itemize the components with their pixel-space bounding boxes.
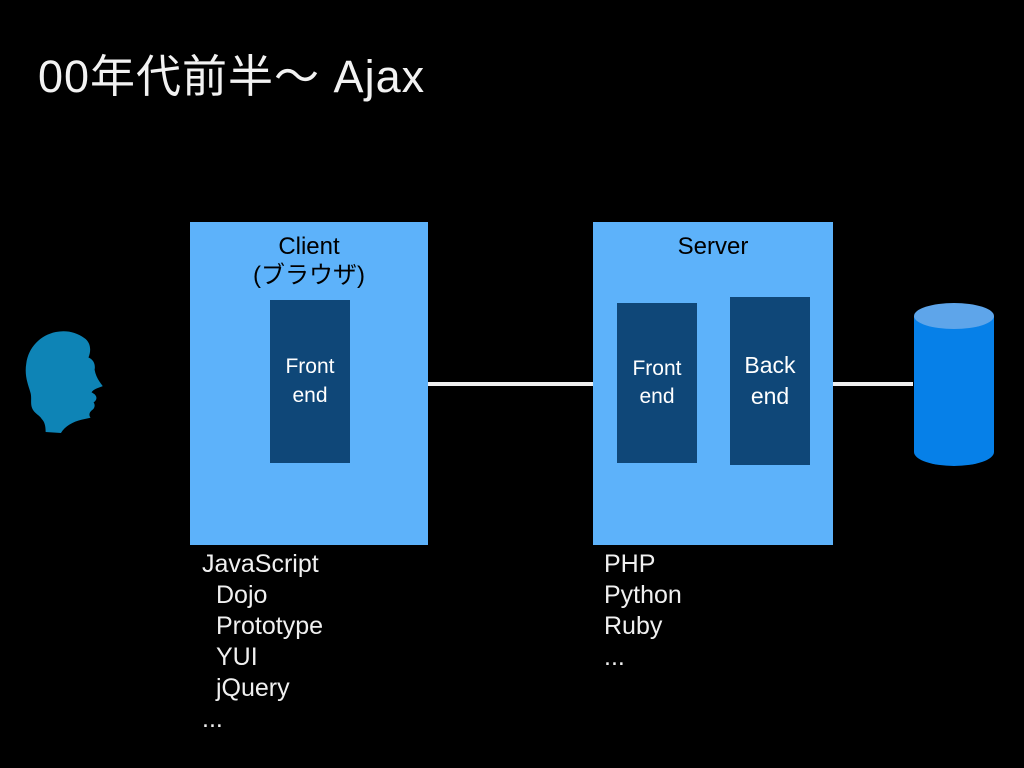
tech-list-item: JavaScript — [202, 550, 319, 578]
tech-list-item: Python — [604, 581, 682, 609]
tech-list-item: ... — [202, 705, 223, 733]
client-frontend-box: Front end — [270, 300, 350, 463]
server-frontend-box: Front end — [617, 303, 697, 463]
tech-list-item: ... — [604, 643, 625, 671]
tech-list-item: Prototype — [216, 612, 324, 640]
client-frontend-label: Front end — [285, 355, 335, 407]
tech-list-item: Ruby — [604, 612, 663, 640]
client-box-title: Client (ブラウザ) — [190, 222, 428, 290]
client-title-line: Client — [278, 233, 340, 260]
server-title-line: Server — [677, 233, 749, 260]
slide-title: 00年代前半～ Ajax — [38, 51, 426, 102]
server-backend-label: Back end — [744, 351, 796, 409]
tech-list-item: PHP — [604, 550, 656, 578]
client-server-connector — [428, 382, 593, 386]
user-head-icon — [24, 331, 104, 433]
server-database-connector — [833, 382, 913, 386]
server-frontend-label: Front end — [632, 356, 682, 408]
server-backend-box: Back end — [730, 297, 810, 465]
tech-list-item: YUI — [216, 643, 258, 671]
client-box: Client (ブラウザ) Front end — [190, 222, 428, 545]
tech-list-item: jQuery — [216, 674, 290, 702]
server-box-title: Server — [593, 222, 833, 261]
client-subtitle-line: (ブラウザ) — [253, 262, 365, 289]
server-box: Server Front end Back end — [593, 222, 833, 545]
database-icon — [913, 302, 995, 468]
tech-list-item: Dojo — [216, 581, 268, 609]
